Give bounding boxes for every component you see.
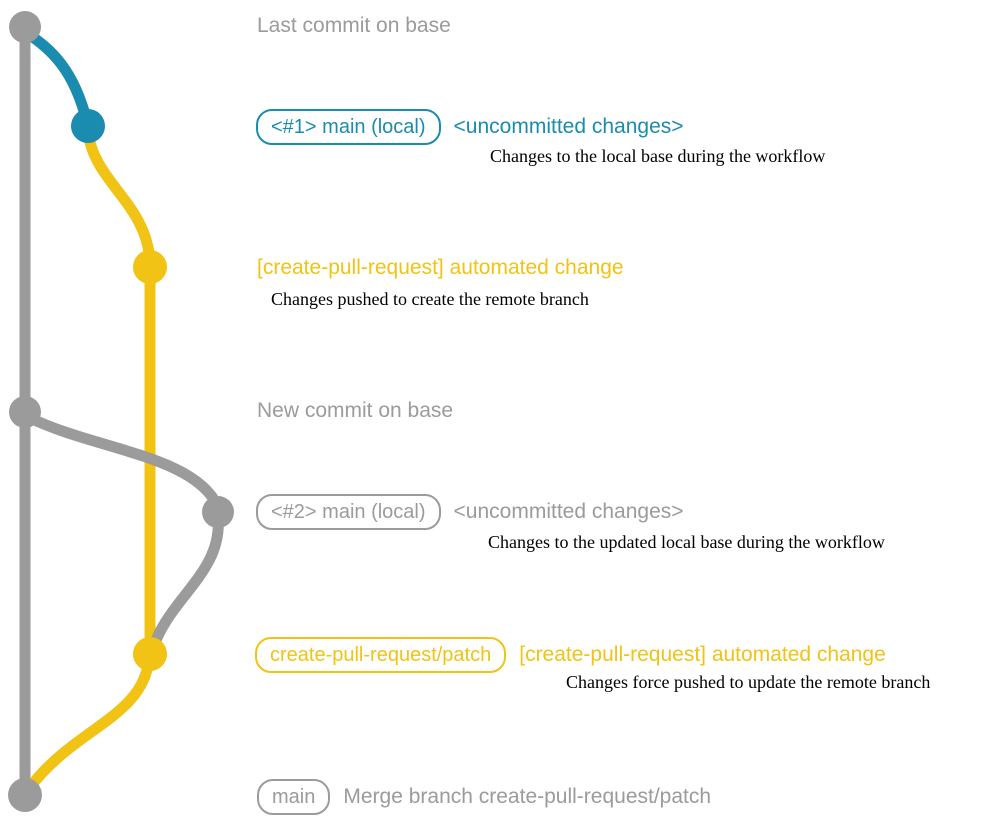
commit-subtitle-automated-2: Changes force pushed to update the remot…: [566, 672, 931, 692]
annotation-last-commit-on-base: Last commit on base: [257, 7, 451, 45]
commit-subtitle-uncommitted-2: Changes to the updated local base during…: [488, 532, 885, 552]
commit-subtitle-automated-1: Changes pushed to create the remote bran…: [271, 289, 589, 309]
branch-badge-main-local-1: <#1> main (local): [256, 109, 441, 145]
branch-badge-main-local-2: <#2> main (local): [256, 494, 441, 530]
annotation-text: New commit on base: [257, 399, 454, 422]
row-automated-change-1: [create-pull-request] automated change: [257, 249, 624, 287]
commit-title-automated-2: [create-pull-request] automated change: [519, 643, 886, 666]
commit-node-automated-change-2: [133, 637, 167, 671]
commit-title-merge: Merge branch create-pull-request/patch: [343, 785, 712, 808]
commit-node-local-main-1: [71, 109, 105, 143]
annotation-text: Last commit on base: [257, 14, 451, 37]
commit-node-merge: [8, 778, 42, 812]
commit-title-automated-1: [create-pull-request] automated change: [257, 256, 624, 279]
commit-node-last-base: [9, 11, 41, 43]
commit-node-new-base: [9, 396, 41, 428]
row-local-main-2: <#2> main (local) <uncommitted changes>: [256, 493, 684, 531]
create-pull-request-branch-line-upper: [82, 125, 156, 268]
commit-node-local-main-2: [202, 496, 234, 528]
rebased-local-main-line-upper: [22, 411, 224, 513]
commit-title-uncommitted-1: <uncommitted changes>: [453, 115, 684, 138]
local-main-branch-line: [21, 27, 93, 128]
commit-subtitle-uncommitted-1: Changes to the local base during the wor…: [490, 146, 826, 166]
row-local-main-1: <#1> main (local) <uncommitted changes>: [256, 108, 684, 146]
commit-node-automated-change-1: [133, 250, 167, 284]
annotation-new-commit-on-base: New commit on base: [257, 392, 453, 430]
create-pull-request-branch-line-lower: [22, 653, 155, 796]
row-automated-change-2: create-pull-request/patch [create-pull-r…: [255, 636, 886, 674]
branch-badge-create-pull-request-patch: create-pull-request/patch: [255, 637, 507, 673]
branch-badge-main: main: [257, 779, 331, 815]
commit-title-uncommitted-2: <uncommitted changes>: [453, 500, 684, 523]
rebased-local-main-line-lower: [147, 511, 224, 654]
row-merge-commit: main Merge branch create-pull-request/pa…: [257, 778, 711, 816]
